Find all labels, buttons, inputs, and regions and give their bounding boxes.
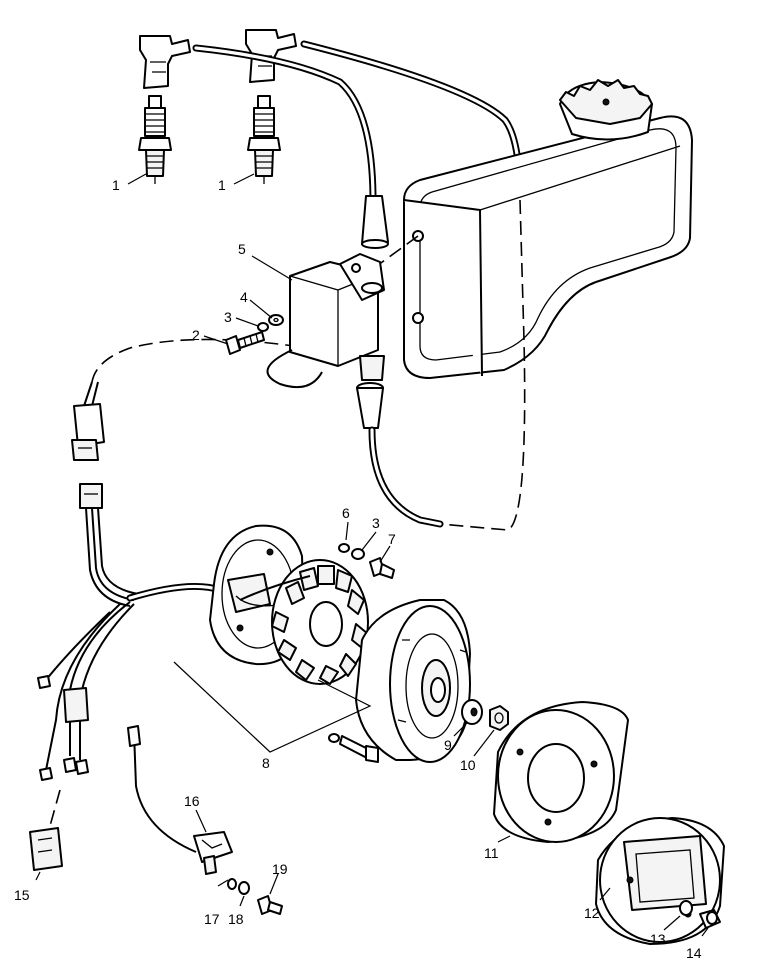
- leader-lines: [35, 173, 709, 937]
- flywheel-washer: [461, 699, 483, 725]
- callout-18: 18: [228, 911, 244, 927]
- flywheel-nut: [489, 705, 509, 731]
- harness-plug-housing: [29, 827, 63, 871]
- stator-lock-washer: [338, 543, 350, 553]
- harness-connector-lower: [79, 483, 103, 509]
- coil-lock-washer: [257, 322, 269, 332]
- harness-connector-upper: [71, 381, 105, 461]
- bracket-washer: [679, 900, 693, 916]
- callout-1a: 1: [112, 177, 120, 193]
- coil-screw: [225, 331, 265, 355]
- callout-9: 9: [444, 737, 452, 753]
- spark-plug-left: [138, 95, 172, 184]
- callout-15: 15: [14, 887, 30, 903]
- starter-cup-bracket: [595, 817, 725, 945]
- sensor-screw: [257, 895, 283, 915]
- spark-plug-cap-left: [139, 35, 191, 89]
- callout-10: 10: [460, 757, 476, 773]
- callout-16: 16: [184, 793, 200, 809]
- callout-3b: 3: [372, 515, 380, 531]
- lead-boot-lower: [356, 382, 444, 528]
- flywheel: [355, 599, 471, 763]
- sensor-flat-washer: [238, 881, 250, 895]
- ignition-coil: [266, 253, 385, 388]
- trigger-coil-sensor: [127, 725, 233, 875]
- spark-plug-right: [247, 95, 281, 184]
- bracket-screw: [699, 909, 721, 929]
- callout-1b: 1: [218, 177, 226, 193]
- callout-12: 12: [584, 905, 600, 921]
- callout-17: 17: [204, 911, 220, 927]
- starter-cup: [493, 701, 629, 843]
- callout-19: 19: [272, 861, 288, 877]
- callout-8: 8: [262, 755, 270, 771]
- callout-14: 14: [686, 945, 702, 961]
- coil-flat-washer: [268, 314, 284, 326]
- callout-6: 6: [342, 505, 350, 521]
- callout-3a: 3: [224, 309, 232, 325]
- wiring-harness: [37, 507, 224, 827]
- callout-5: 5: [238, 241, 246, 257]
- fuel-tank: [403, 79, 693, 379]
- stator-screw: [369, 557, 395, 579]
- callout-7: 7: [388, 531, 396, 547]
- stator: [239, 559, 369, 685]
- callout-13: 13: [650, 931, 666, 947]
- sensor-lock-washer: [227, 878, 237, 890]
- lead-boot-upper: [361, 195, 389, 249]
- callout-4: 4: [240, 289, 248, 305]
- lower-stator-screw: [328, 733, 379, 763]
- callout-2: 2: [192, 327, 200, 343]
- callout-11: 11: [484, 845, 499, 861]
- callout-labels: 1 1 2 3 4 5 6 3 7 8 9 10 11 12 13 14 15 …: [14, 177, 702, 961]
- stator-washer: [351, 548, 365, 560]
